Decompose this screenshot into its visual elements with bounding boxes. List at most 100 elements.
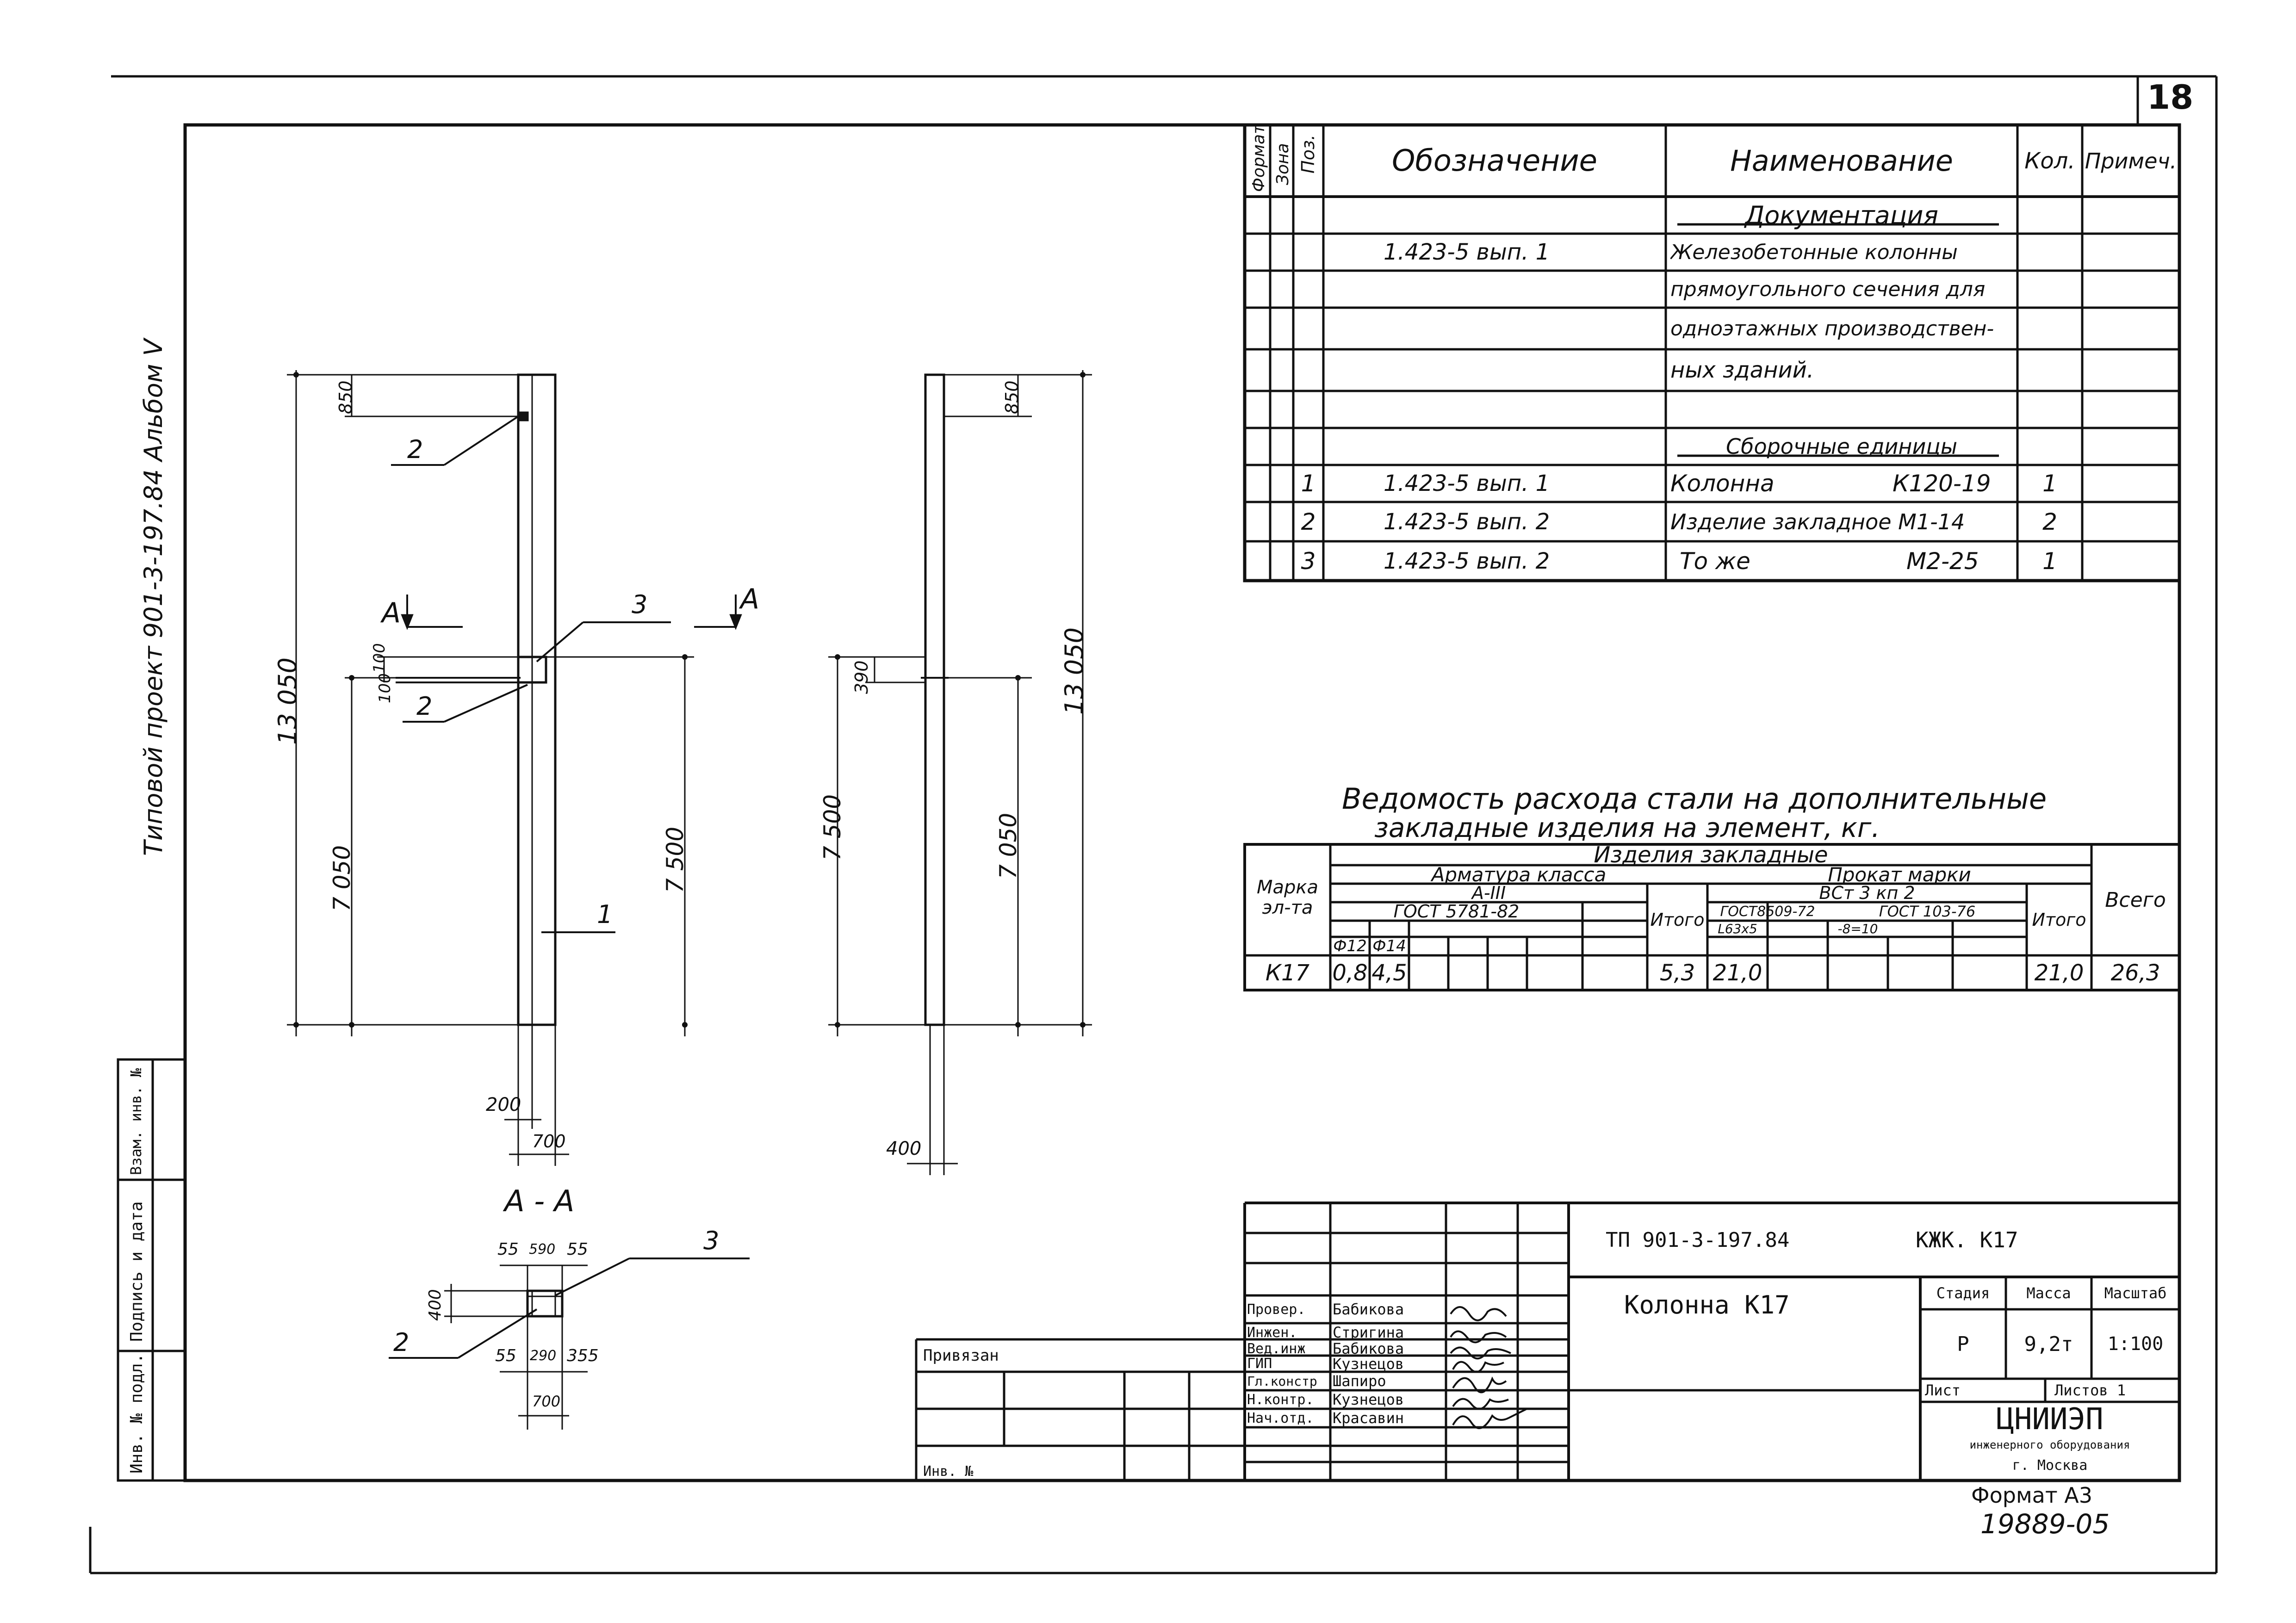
scale-label: Масштаб	[2104, 1284, 2167, 1302]
header-designation: Обозначение	[1391, 143, 1598, 178]
album-label: Типовой проект 901-3-197.84 Альбом V	[139, 339, 168, 856]
role-0: Провер.	[1247, 1301, 1306, 1318]
section-label: А - А	[504, 1184, 575, 1219]
header-pos: Поз.	[1298, 134, 1318, 173]
dim-right-7050: 7 050	[995, 812, 1022, 879]
sec-callout-3: 3	[703, 1226, 720, 1255]
row3-qty: 1	[2042, 547, 2057, 575]
org-sub1: инженерного оборудования	[1969, 1438, 2130, 1451]
name-3: Кузнецов	[1333, 1356, 1404, 1372]
stage-label: Стадия	[1936, 1284, 1990, 1302]
steel-prokat-mark: ВСт 3 кп 2	[1819, 884, 1915, 902]
dim-left-700: 700	[532, 1131, 566, 1152]
sec-dim-55b: 55	[567, 1240, 588, 1259]
steel-row-itogo2: 21,0	[2034, 960, 2084, 986]
dim-left-850: 850	[335, 380, 356, 414]
steel-d14: Ф14	[1372, 937, 1406, 955]
section-assemblies: Сборочные единицы	[1725, 434, 1958, 459]
steel-armature-header: Арматура класса	[1431, 865, 1607, 884]
name-2: Бабикова	[1333, 1340, 1404, 1357]
steel-row-v14: 4,5	[1371, 960, 1407, 986]
doc-name-line4: ных зданий.	[1670, 357, 1814, 383]
steel-prokat-header: Прокат марки	[1828, 865, 1971, 884]
sec-dim-290: 290	[530, 1348, 557, 1364]
header-zone: Зона	[1273, 143, 1292, 185]
steel-gost2: ГОСТ 103-76	[1879, 903, 1976, 920]
format-label: Формат А3	[1971, 1483, 2092, 1508]
stamp-signature-date: Подпись и дата	[127, 1201, 146, 1342]
steel-total-header: Всего	[2105, 888, 2166, 912]
steel-group-header: Изделия закладные	[1594, 844, 1828, 865]
steel-armature-class: А-III	[1471, 884, 1506, 902]
row1-pos: 1	[1301, 470, 1316, 497]
header-note: Примеч.	[2085, 148, 2177, 173]
doc-designation: 1.423-5 вып. 1	[1384, 239, 1550, 265]
callout-2-mid: 2	[416, 692, 433, 721]
steel-sub-8: -8=10	[1837, 921, 1878, 936]
scale-value: 1:100	[2107, 1333, 2164, 1355]
callout-3: 3	[632, 590, 648, 619]
steel-row-l63: 21,0	[1713, 960, 1762, 986]
steel-row-total: 26,3	[2110, 960, 2160, 986]
role-1: Инжен.	[1247, 1324, 1297, 1341]
sec-dim-55a: 55	[497, 1240, 519, 1259]
sec-dim-590: 590	[529, 1241, 556, 1258]
name-6: Красавин	[1333, 1409, 1404, 1427]
row3-mark: М2-25	[1906, 547, 1979, 575]
role-2: Вед.инж	[1247, 1340, 1306, 1357]
row3-pos: 3	[1301, 547, 1316, 575]
role-3: ГИП	[1247, 1356, 1272, 1372]
section-docs: Документация	[1745, 200, 1938, 230]
callout-1: 1	[597, 900, 613, 929]
header-qty: Кол.	[2024, 148, 2075, 174]
dim-left-200: 200	[486, 1094, 521, 1115]
dim-right-400: 400	[886, 1138, 922, 1159]
mass-label: Масса	[2026, 1284, 2071, 1302]
name-1: Стригина	[1333, 1324, 1404, 1341]
row1-designation: 1.423-5 вып. 1	[1384, 471, 1550, 496]
sec-dim-355: 355	[567, 1346, 599, 1365]
row2-name: Изделие закладное М1-14	[1670, 509, 1965, 534]
project-code: ТП 901-3-197.84	[1606, 1228, 1790, 1252]
row1-mark: К120-19	[1893, 470, 1991, 497]
dim-right-7500: 7 500	[819, 794, 846, 861]
org-name: ЦНИИЭП	[1996, 1402, 2104, 1437]
bound-label: Привязан	[923, 1346, 999, 1365]
row3-name: То же	[1680, 547, 1750, 575]
steel-mark-header: Марка эл-та	[1256, 877, 1319, 918]
item-title: Колонна К17	[1624, 1290, 1790, 1319]
sec-callout-2: 2	[393, 1328, 410, 1357]
org-sub2: г. Москва	[2012, 1457, 2088, 1474]
row1-qty: 1	[2042, 470, 2057, 497]
dim-right-13050: 13 050	[1060, 627, 1089, 715]
sec-dim-55c: 55	[495, 1346, 516, 1365]
dim-left-7050: 7 050	[329, 845, 355, 911]
steel-d12: Ф12	[1333, 937, 1367, 955]
dim-right-390: 390	[851, 660, 872, 694]
sheets-label: Листов 1	[2054, 1381, 2126, 1399]
row2-pos: 2	[1301, 508, 1316, 535]
steel-armature-gost: ГОСТ 5781-82	[1393, 902, 1520, 921]
inv-label: Инв. №	[923, 1463, 974, 1480]
steel-row-mark: К17	[1265, 960, 1310, 986]
row1-name: Колонна	[1670, 470, 1775, 497]
name-0: Бабикова	[1333, 1301, 1404, 1318]
callout-2-top: 2	[407, 435, 423, 464]
row2-designation: 1.423-5 вып. 2	[1384, 508, 1550, 535]
doc-name-line3: одноэтажных производствен-	[1670, 316, 1994, 341]
role-5: Н.контр.	[1247, 1391, 1314, 1408]
steel-itogo2-header: Итого	[2032, 909, 2086, 930]
steel-itogo1-header: Итого	[1650, 909, 1705, 930]
steel-row-v12: 0,8	[1332, 960, 1368, 986]
stamp-inv-podl: Инв. № подл.	[127, 1353, 146, 1474]
steel-sub-l63: L63x5	[1718, 921, 1757, 936]
sec-dim-400: 400	[426, 1289, 445, 1321]
sec-dim-700: 700	[532, 1393, 561, 1410]
role-4: Гл.констр	[1247, 1373, 1317, 1389]
doc-name-line2: прямоугольного сечения для	[1670, 277, 1986, 301]
row2-qty: 2	[2042, 508, 2057, 535]
header-format: Формат	[1249, 124, 1268, 192]
dim-left-13050: 13 050	[273, 657, 302, 745]
steel-gost1: ГОСТ8509-72	[1720, 903, 1815, 920]
